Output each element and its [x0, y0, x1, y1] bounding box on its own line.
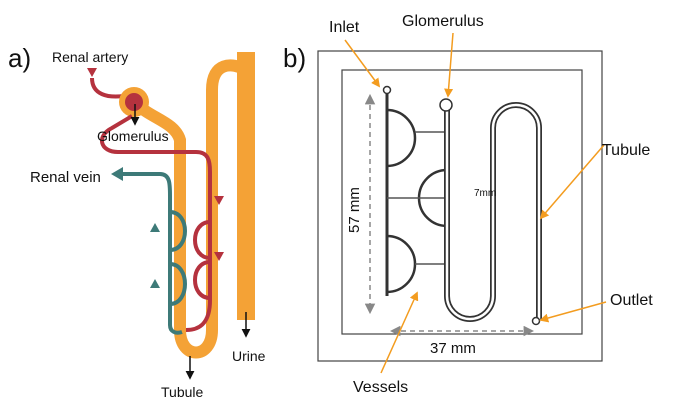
efferent-vessel: [100, 114, 212, 332]
label-inlet: Inlet: [329, 19, 360, 36]
glomerulus-core: [125, 93, 143, 111]
renal-vein: [120, 172, 183, 335]
tubule-loop: [131, 59, 252, 359]
glomerulus-pointer: [444, 32, 454, 98]
label-tubule-b: Tubule: [602, 142, 650, 159]
label-width: 37 mm: [430, 340, 476, 357]
label-renal-artery: Renal artery: [52, 49, 128, 65]
capillary-lower: [193, 260, 211, 300]
vein-capillary-upper: [169, 210, 187, 252]
renal-artery-arrow: [87, 68, 97, 77]
label-channel-gap: 7mm: [474, 188, 496, 199]
label-outlet: Outlet: [610, 292, 653, 309]
teal-flow-arrow-2: [150, 279, 160, 288]
label-urine: Urine: [232, 348, 266, 364]
vessel-3: [386, 234, 417, 294]
chip-inner-frame: [341, 69, 583, 335]
label-renal-vein: Renal vein: [30, 169, 101, 186]
teal-flow-arrow-1: [150, 223, 160, 232]
panel-a: a) Renal artery Glomerulus Renal vein: [8, 43, 266, 400]
tubule-channel-core: [445, 103, 541, 321]
tubule-pointer: [539, 144, 605, 220]
outlet-pointer: [539, 301, 607, 323]
panel-b-label: b): [283, 43, 306, 73]
chip-outline: [317, 50, 603, 362]
inlet-pointer: [344, 39, 381, 88]
renal-vein-arrowhead: [111, 167, 123, 181]
capillary-upper: [193, 220, 211, 260]
label-glomerulus-b: Glomerulus: [402, 13, 484, 30]
renal-artery: [90, 77, 125, 99]
label-glomerulus-a: Glomerulus: [97, 128, 169, 144]
panel-b: b) Inlet Glomerulus Tubule: [283, 13, 653, 396]
label-height: 57 mm: [346, 187, 363, 233]
panel-a-label: a): [8, 43, 31, 73]
glomerulus-port: [439, 98, 453, 112]
red-flow-arrow-1: [214, 196, 224, 205]
inlet-port: [382, 85, 392, 95]
vessel-1: [386, 108, 417, 168]
vessels-pointer: [380, 291, 419, 374]
red-flow-arrow-2: [214, 252, 224, 261]
collecting-duct: [237, 52, 255, 320]
outlet-port: [531, 316, 541, 326]
label-tubule-a: Tubule: [161, 384, 204, 400]
vein-capillary-lower: [169, 262, 187, 306]
label-vessels: Vessels: [353, 379, 408, 396]
